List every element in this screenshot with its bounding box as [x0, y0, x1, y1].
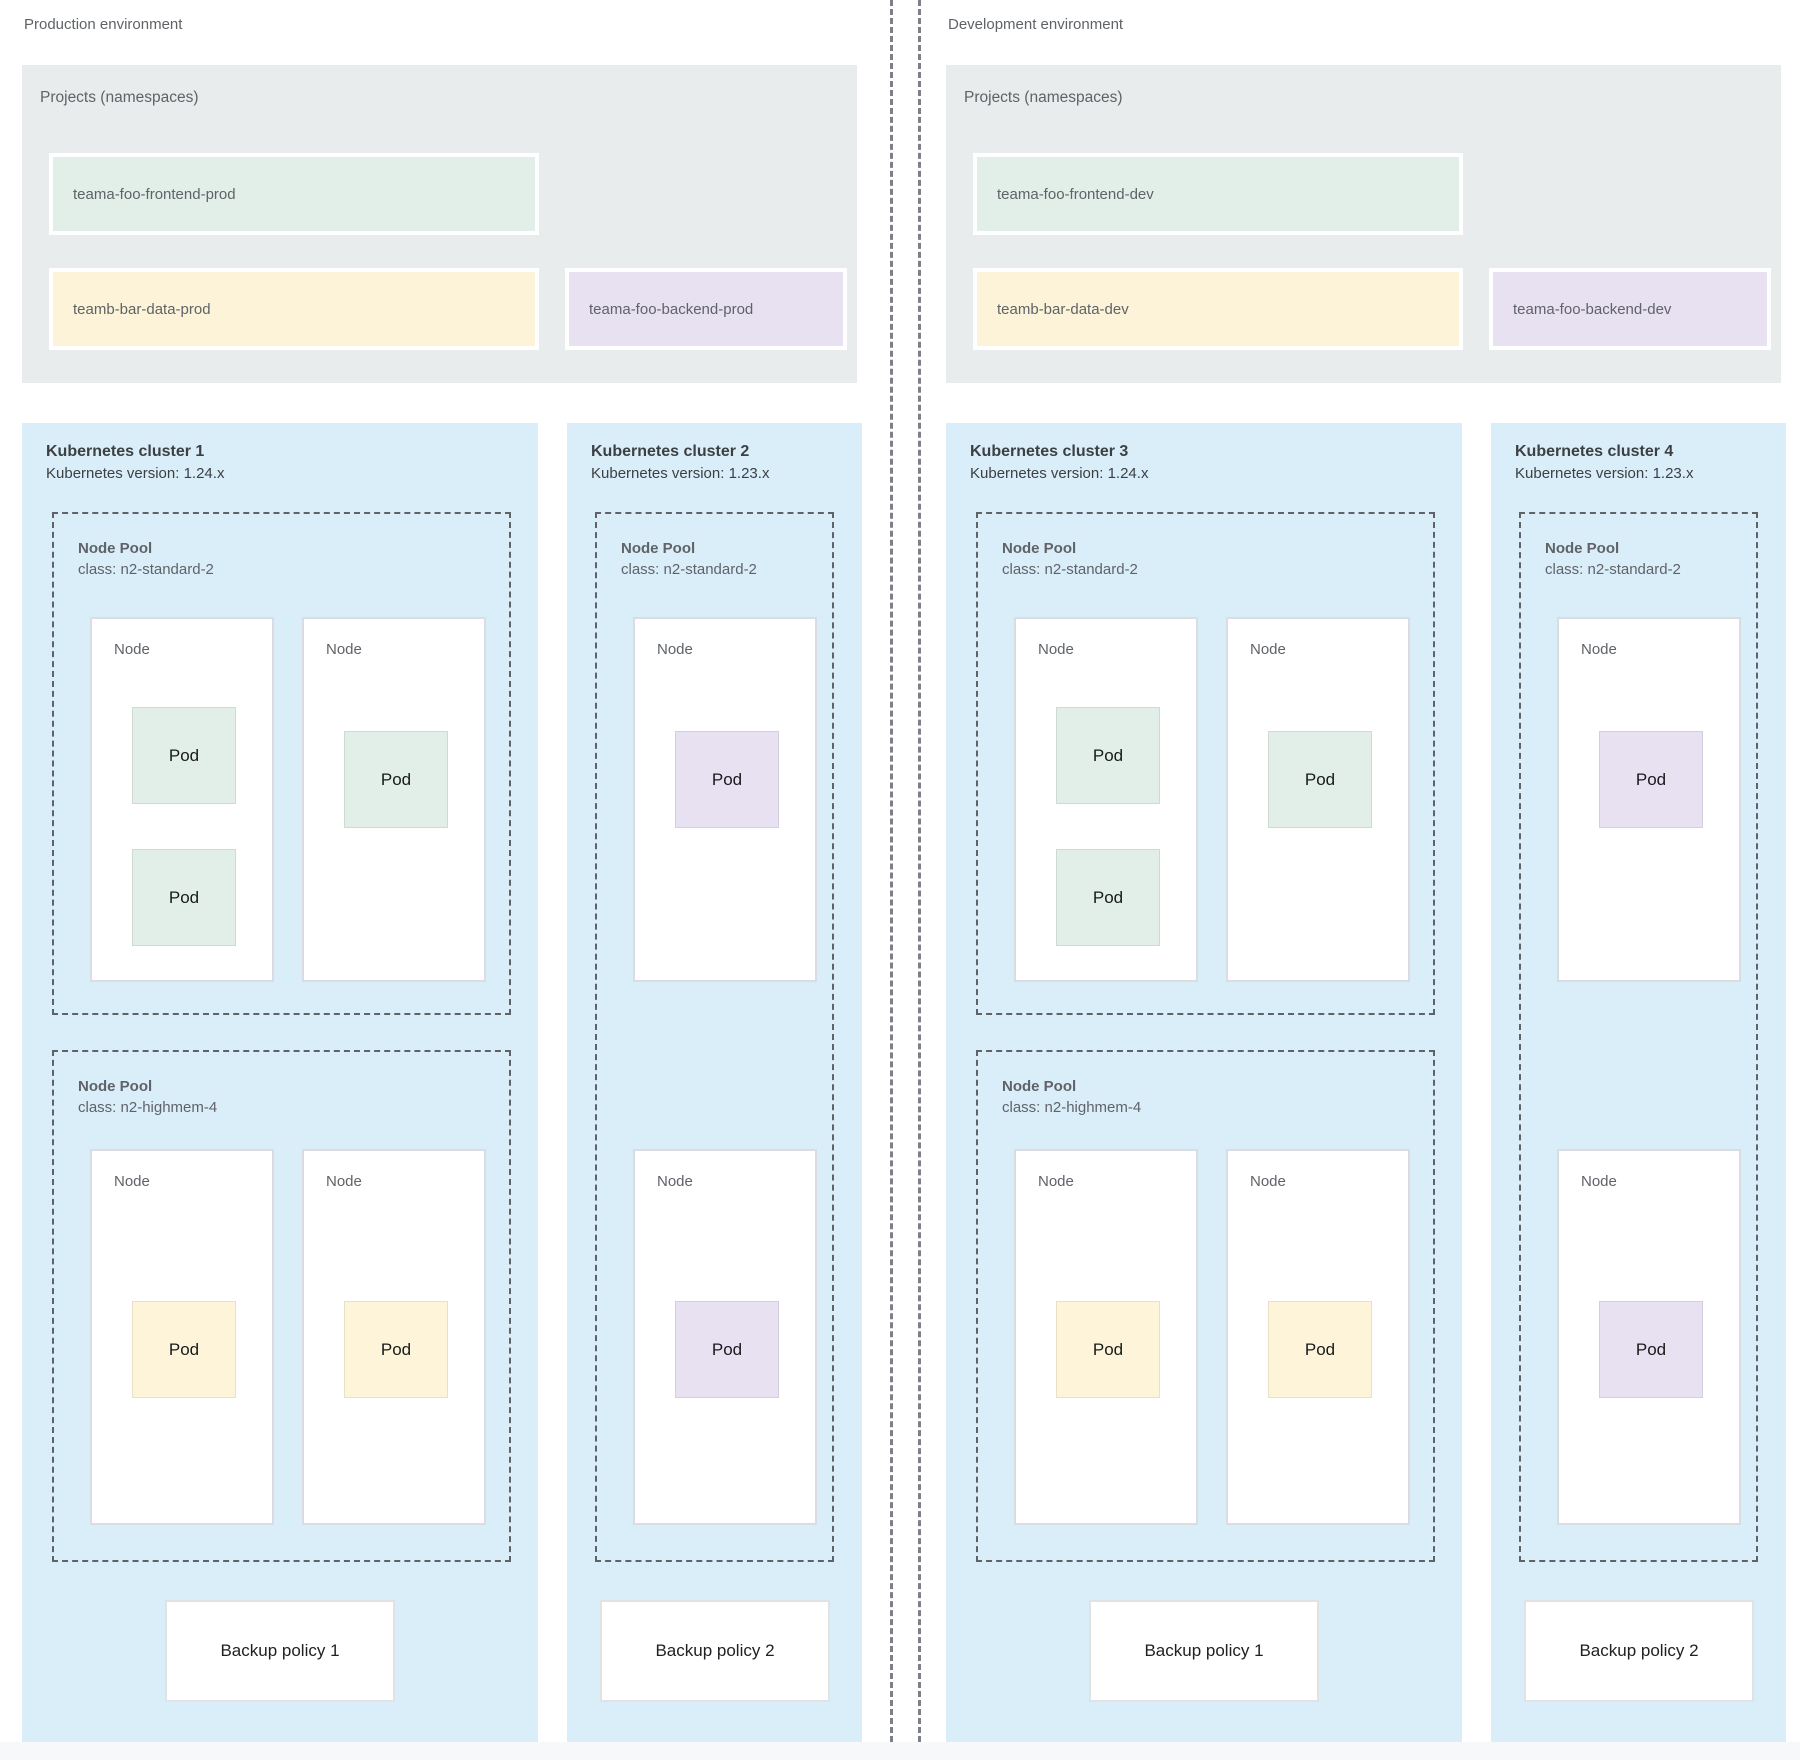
node-label: Node	[1581, 1173, 1617, 1190]
pod: Pod	[675, 1301, 779, 1398]
node-pool-title: Node Pool	[78, 1078, 153, 1095]
project-name: teamb-bar-data-prod	[73, 300, 211, 318]
project-name: teama-foo-backend-prod	[589, 300, 754, 318]
node: Node Pod	[1557, 617, 1741, 982]
backup-policy-2: Backup policy 2	[1524, 1600, 1754, 1702]
pod: Pod	[1599, 1301, 1703, 1398]
pod: Pod	[1056, 849, 1160, 946]
node-pool-class: class: n2-standard-2	[78, 561, 214, 578]
node-label: Node	[1038, 641, 1074, 658]
project-name: teamb-bar-data-dev	[997, 300, 1129, 318]
node-pool-standard: Node Pool class: n2-standard-2 Node Pod …	[976, 512, 1435, 1015]
backup-policy-1: Backup policy 1	[165, 1600, 395, 1702]
node: Node Pod Pod	[1014, 617, 1198, 982]
projects-panel: Projects (namespaces) teama-foo-frontend…	[946, 65, 1781, 383]
node-pool-highmem: Node Pool class: n2-highmem-4 Node Pod N…	[976, 1050, 1435, 1562]
pod: Pod	[132, 707, 236, 804]
node-label: Node	[326, 641, 362, 658]
node-pool-class: class: n2-highmem-4	[78, 1099, 218, 1116]
environment-label: Production environment	[24, 16, 183, 33]
backup-policy-2: Backup policy 2	[600, 1600, 830, 1702]
cluster-version: Kubernetes version: 1.23.x	[1515, 465, 1694, 482]
node-pool-standard: Node Pool class: n2-standard-2 Node Pod …	[595, 512, 834, 1562]
cluster-version: Kubernetes version: 1.24.x	[970, 465, 1149, 482]
node: Node Pod	[633, 617, 817, 982]
node-label: Node	[114, 641, 150, 658]
kubernetes-cluster-3: Kubernetes cluster 3 Kubernetes version:…	[946, 423, 1462, 1742]
node: Node Pod	[90, 1149, 274, 1525]
node-pool-standard: Node Pool class: n2-standard-2 Node Pod …	[1519, 512, 1758, 1562]
project-frontend: teama-foo-frontend-dev	[973, 153, 1463, 235]
projects-panel: Projects (namespaces) teama-foo-frontend…	[22, 65, 857, 383]
cluster-title: Kubernetes cluster 3	[970, 443, 1129, 460]
cluster-title: Kubernetes cluster 1	[46, 443, 205, 460]
project-frontend: teama-foo-frontend-prod	[49, 153, 539, 235]
cluster-version: Kubernetes version: 1.24.x	[46, 465, 225, 482]
node: Node Pod	[1226, 617, 1410, 982]
pod: Pod	[1056, 707, 1160, 804]
node: Node Pod	[1014, 1149, 1198, 1525]
node: Node Pod	[302, 1149, 486, 1525]
project-name: teama-foo-frontend-prod	[73, 185, 236, 203]
production-environment: Production environment Projects (namespa…	[22, 0, 864, 1760]
project-name: teama-foo-backend-dev	[1513, 300, 1672, 318]
pod: Pod	[132, 849, 236, 946]
cluster-title: Kubernetes cluster 4	[1515, 443, 1674, 460]
project-name: teama-foo-frontend-dev	[997, 185, 1154, 203]
backup-policy-1: Backup policy 1	[1089, 1600, 1319, 1702]
page-bottom-strip	[0, 1742, 1800, 1760]
node-label: Node	[1250, 1173, 1286, 1190]
projects-panel-title: Projects (namespaces)	[964, 89, 1123, 106]
development-environment: Development environment Projects (namesp…	[946, 0, 1788, 1760]
project-backend: teama-foo-backend-dev	[1489, 268, 1771, 350]
node: Node Pod	[302, 617, 486, 982]
node-label: Node	[657, 641, 693, 658]
projects-panel-title: Projects (namespaces)	[40, 89, 199, 106]
kubernetes-cluster-4: Kubernetes cluster 4 Kubernetes version:…	[1491, 423, 1786, 1742]
kubernetes-cluster-2: Kubernetes cluster 2 Kubernetes version:…	[567, 423, 862, 1742]
kubernetes-cluster-1: Kubernetes cluster 1 Kubernetes version:…	[22, 423, 538, 1742]
node: Node Pod	[633, 1149, 817, 1525]
node-pool-title: Node Pool	[1002, 540, 1077, 557]
pod: Pod	[344, 1301, 448, 1398]
node-pool-title: Node Pool	[1002, 1078, 1077, 1095]
pod: Pod	[344, 731, 448, 828]
cluster-title: Kubernetes cluster 2	[591, 443, 750, 460]
node: Node Pod	[1557, 1149, 1741, 1525]
node-pool-standard: Node Pool class: n2-standard-2 Node Pod …	[52, 512, 511, 1015]
environment-divider-line	[890, 0, 893, 1760]
node: Node Pod Pod	[90, 617, 274, 982]
pod: Pod	[675, 731, 779, 828]
node: Node Pod	[1226, 1149, 1410, 1525]
node-pool-class: class: n2-standard-2	[621, 561, 757, 578]
node-pool-title: Node Pool	[1545, 540, 1620, 557]
node-pool-title: Node Pool	[621, 540, 696, 557]
node-label: Node	[1250, 641, 1286, 658]
project-data: teamb-bar-data-dev	[973, 268, 1463, 350]
node-pool-class: class: n2-highmem-4	[1002, 1099, 1142, 1116]
project-data: teamb-bar-data-prod	[49, 268, 539, 350]
environment-label: Development environment	[948, 16, 1124, 33]
pod: Pod	[1268, 731, 1372, 828]
node-label: Node	[326, 1173, 362, 1190]
node-label: Node	[1038, 1173, 1074, 1190]
pod: Pod	[1268, 1301, 1372, 1398]
project-backend: teama-foo-backend-prod	[565, 268, 847, 350]
node-label: Node	[1581, 641, 1617, 658]
pod: Pod	[1599, 731, 1703, 828]
node-pool-class: class: n2-standard-2	[1002, 561, 1138, 578]
pod: Pod	[132, 1301, 236, 1398]
environment-divider-line	[918, 0, 921, 1760]
node-label: Node	[114, 1173, 150, 1190]
node-pool-title: Node Pool	[78, 540, 153, 557]
node-label: Node	[657, 1173, 693, 1190]
pod: Pod	[1056, 1301, 1160, 1398]
node-pool-class: class: n2-standard-2	[1545, 561, 1681, 578]
cluster-version: Kubernetes version: 1.23.x	[591, 465, 770, 482]
node-pool-highmem: Node Pool class: n2-highmem-4 Node Pod N…	[52, 1050, 511, 1562]
